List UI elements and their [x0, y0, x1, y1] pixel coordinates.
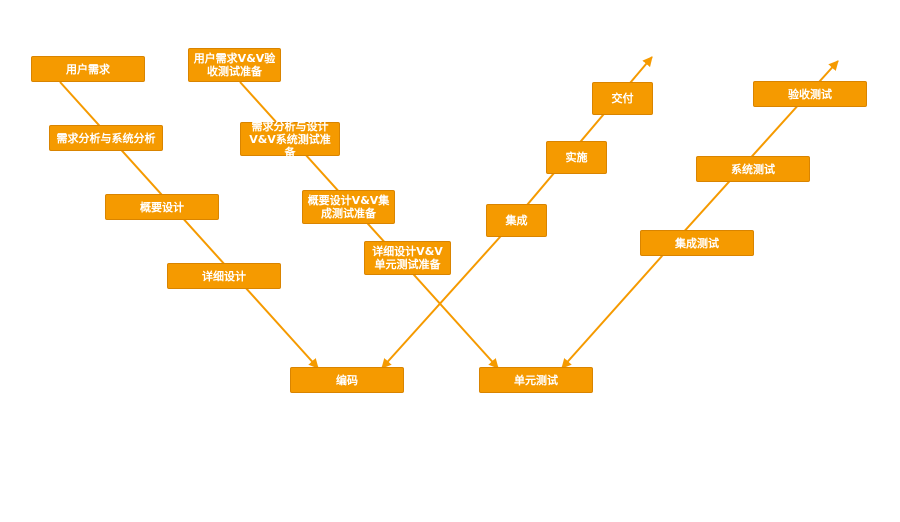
requirement-design-vv-box: 需求分析与设计V&V系统测试准备 — [240, 120, 340, 159]
requirement-analysis-box: 需求分析与系统分析 — [49, 125, 163, 151]
outline-design-box: 概要设计 — [105, 194, 219, 220]
unit-test-box: 单元测试 — [479, 367, 593, 393]
user-requirement-vv-box: 用户需求V&V验收测试准备 — [188, 48, 281, 82]
dev-chain-to-coding-line — [381, 236, 501, 369]
test-chain-to-unit-line — [561, 255, 663, 369]
implementation-box: 实施 — [546, 141, 607, 174]
integration-box: 集成 — [486, 204, 547, 237]
outline-design-vv-box: 概要设计V&V集成测试准备 — [302, 190, 395, 224]
acceptance-test-box: 验收测试 — [753, 81, 867, 107]
detailed-design-box: 详细设计 — [167, 263, 281, 289]
user-requirement-box: 用户需求 — [31, 56, 145, 82]
delivery-box: 交付 — [592, 82, 653, 115]
detailed-design-vv-box: 详细设计V&V单元测试准备 — [364, 241, 451, 275]
system-test-box: 系统测试 — [696, 156, 810, 182]
coding-box: 编码 — [290, 367, 404, 393]
integration-test-box: 集成测试 — [640, 230, 754, 256]
